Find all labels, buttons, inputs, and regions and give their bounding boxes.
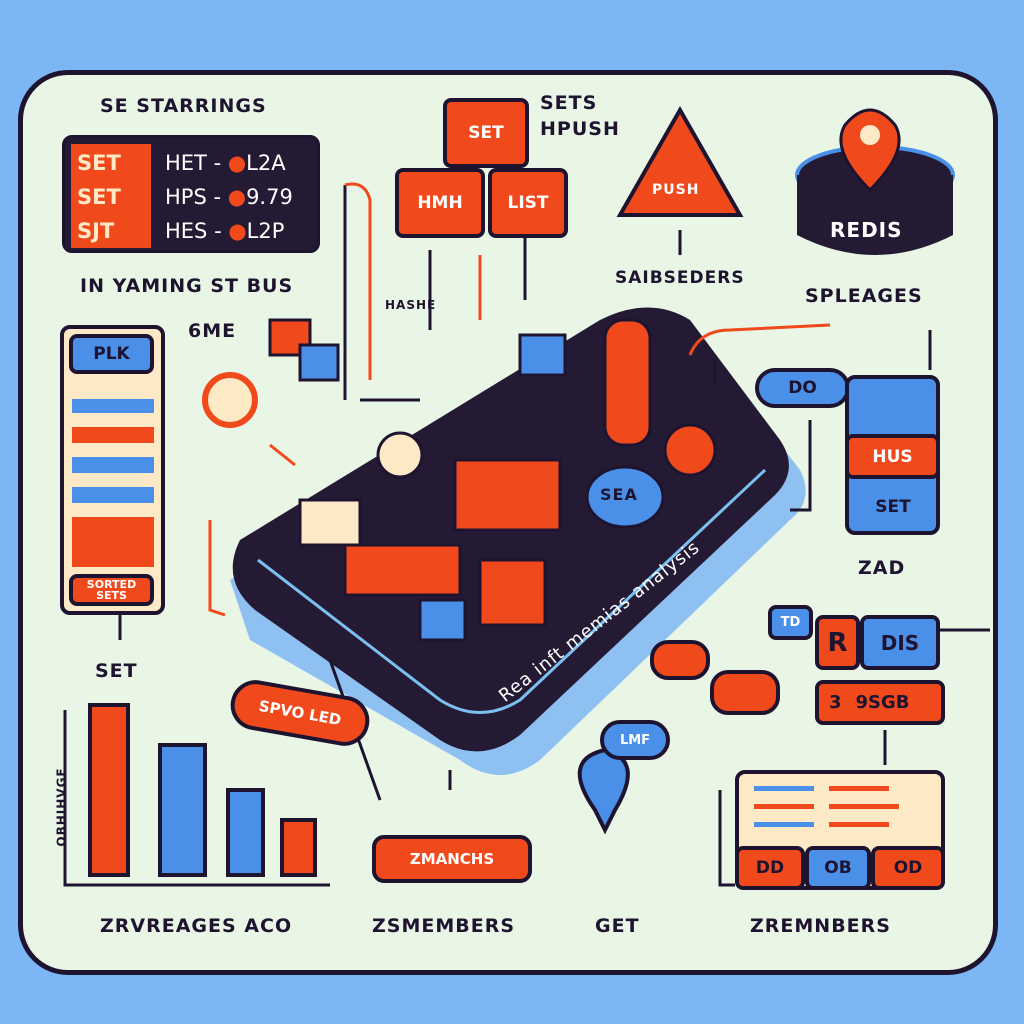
gme-label: 6ME (188, 320, 237, 342)
sets-hpush-label: SETS HPUSH (540, 92, 620, 140)
list-row (72, 457, 154, 473)
sorted-sets-footer: SORTED SETS (69, 574, 154, 606)
hus-stack: HUS SET (845, 375, 940, 535)
table-line (754, 822, 814, 827)
num-value: 9SGB (855, 692, 910, 713)
table-cell: DD (735, 846, 805, 890)
zsmembers-caption: ZSMEMBERS (372, 915, 516, 937)
set-caption: SET (95, 660, 138, 682)
get-caption: GET (595, 915, 640, 937)
num-prefix: 3 (829, 692, 842, 713)
chart-bar-3 (226, 788, 265, 877)
accent-arrows (208, 182, 831, 617)
card-icon (298, 498, 362, 547)
sea-disk (585, 465, 665, 529)
row: HES - ●L2P (165, 214, 293, 248)
hashe-label: HASHE (385, 298, 437, 312)
table-line (829, 804, 899, 809)
redis-db-body (797, 175, 953, 255)
table-line (829, 822, 889, 827)
set-box: SET (443, 98, 529, 168)
r-box: R (815, 615, 860, 670)
list-header: PLK (69, 334, 154, 374)
chart-bar-1 (88, 703, 130, 877)
sorted-sets-list: PLK SORTED SETS (60, 325, 165, 615)
starrings-title: SE STARRINGS (100, 95, 267, 117)
speech-bubble-1 (650, 640, 710, 680)
table-cell: OB (805, 846, 871, 890)
key: SET (77, 151, 121, 175)
block-cube-icon (268, 318, 312, 357)
table-line (829, 786, 889, 791)
server-block-icon (453, 458, 562, 532)
bullet-icon: ● (227, 151, 247, 175)
number-box: 3 9SGB (815, 680, 945, 725)
platform-edge (257, 468, 767, 714)
yaming-subtitle: IN YAMING ST BUS (80, 275, 294, 297)
td-tag: TD (768, 605, 813, 640)
list-row (72, 517, 154, 567)
value: 9.79 (246, 185, 293, 209)
location-pin-icon (839, 108, 901, 193)
set-label: SET (875, 496, 911, 517)
table-cell: OD (871, 846, 945, 890)
bullet-icon: ● (228, 219, 247, 243)
map-pin-icon (577, 747, 630, 835)
row: HET - ●L2A (165, 146, 293, 180)
zad-caption: ZAD (858, 557, 906, 579)
bullet-icon: ● (227, 185, 247, 209)
redis-db-label: REDIS (830, 218, 903, 242)
push-triangle (616, 105, 744, 217)
value: L2P (246, 219, 285, 243)
magnifier-icon (202, 372, 258, 428)
dis-box: DIS (860, 615, 940, 670)
target-icon (376, 431, 424, 479)
plus-tile-icon (418, 598, 467, 642)
strings-table: SET SET SJT HET - ●L2A HPS - ●9.79 HES -… (62, 135, 320, 253)
subscribers-caption: SAIBSEDERS (615, 268, 745, 288)
block-cube-icon-2 (298, 343, 340, 382)
hmh-box: HMH (395, 168, 485, 238)
table-line (754, 786, 814, 791)
lmf-pill: LMF (600, 720, 670, 760)
zmanchs-button: ZMANCHS (372, 835, 532, 883)
list-row (72, 487, 154, 503)
chart-bar-4 (280, 818, 317, 877)
list-box: LIST (488, 168, 568, 238)
chart-side-label: OBHIHVGE (54, 767, 69, 847)
cmd: HET - (165, 151, 222, 175)
speech-bubble-2 (710, 670, 780, 715)
zremnbers-caption: ZREMNBERS (750, 915, 891, 937)
spleages-caption: SPLEAGES (805, 285, 923, 307)
coin-icon (663, 423, 717, 477)
chart-bar-2 (158, 743, 207, 877)
do-tag: DO (755, 368, 850, 408)
sea-label: SEA (600, 485, 638, 504)
slab-icon (343, 543, 462, 597)
cube-icon (518, 333, 567, 377)
cmd: HES - (165, 219, 222, 243)
value: L2A (246, 151, 286, 175)
keys-column (71, 144, 151, 248)
row: HPS - ●9.79 (165, 180, 293, 214)
chart-caption: ZRVREAGES ACO (100, 915, 293, 937)
cmd: HPS - (165, 185, 222, 209)
location-pin-dot (860, 125, 880, 145)
key: SJT (77, 219, 115, 243)
push-label: PUSH (652, 182, 700, 198)
key: SET (77, 185, 121, 209)
list-row (72, 399, 154, 413)
stack-cylinder-icon (603, 318, 652, 447)
list-row (72, 427, 154, 443)
table-line (754, 804, 814, 809)
members-table: DD OB OD (735, 770, 945, 890)
hus-label: HUS (845, 434, 940, 479)
cube-icon-2 (478, 558, 547, 627)
